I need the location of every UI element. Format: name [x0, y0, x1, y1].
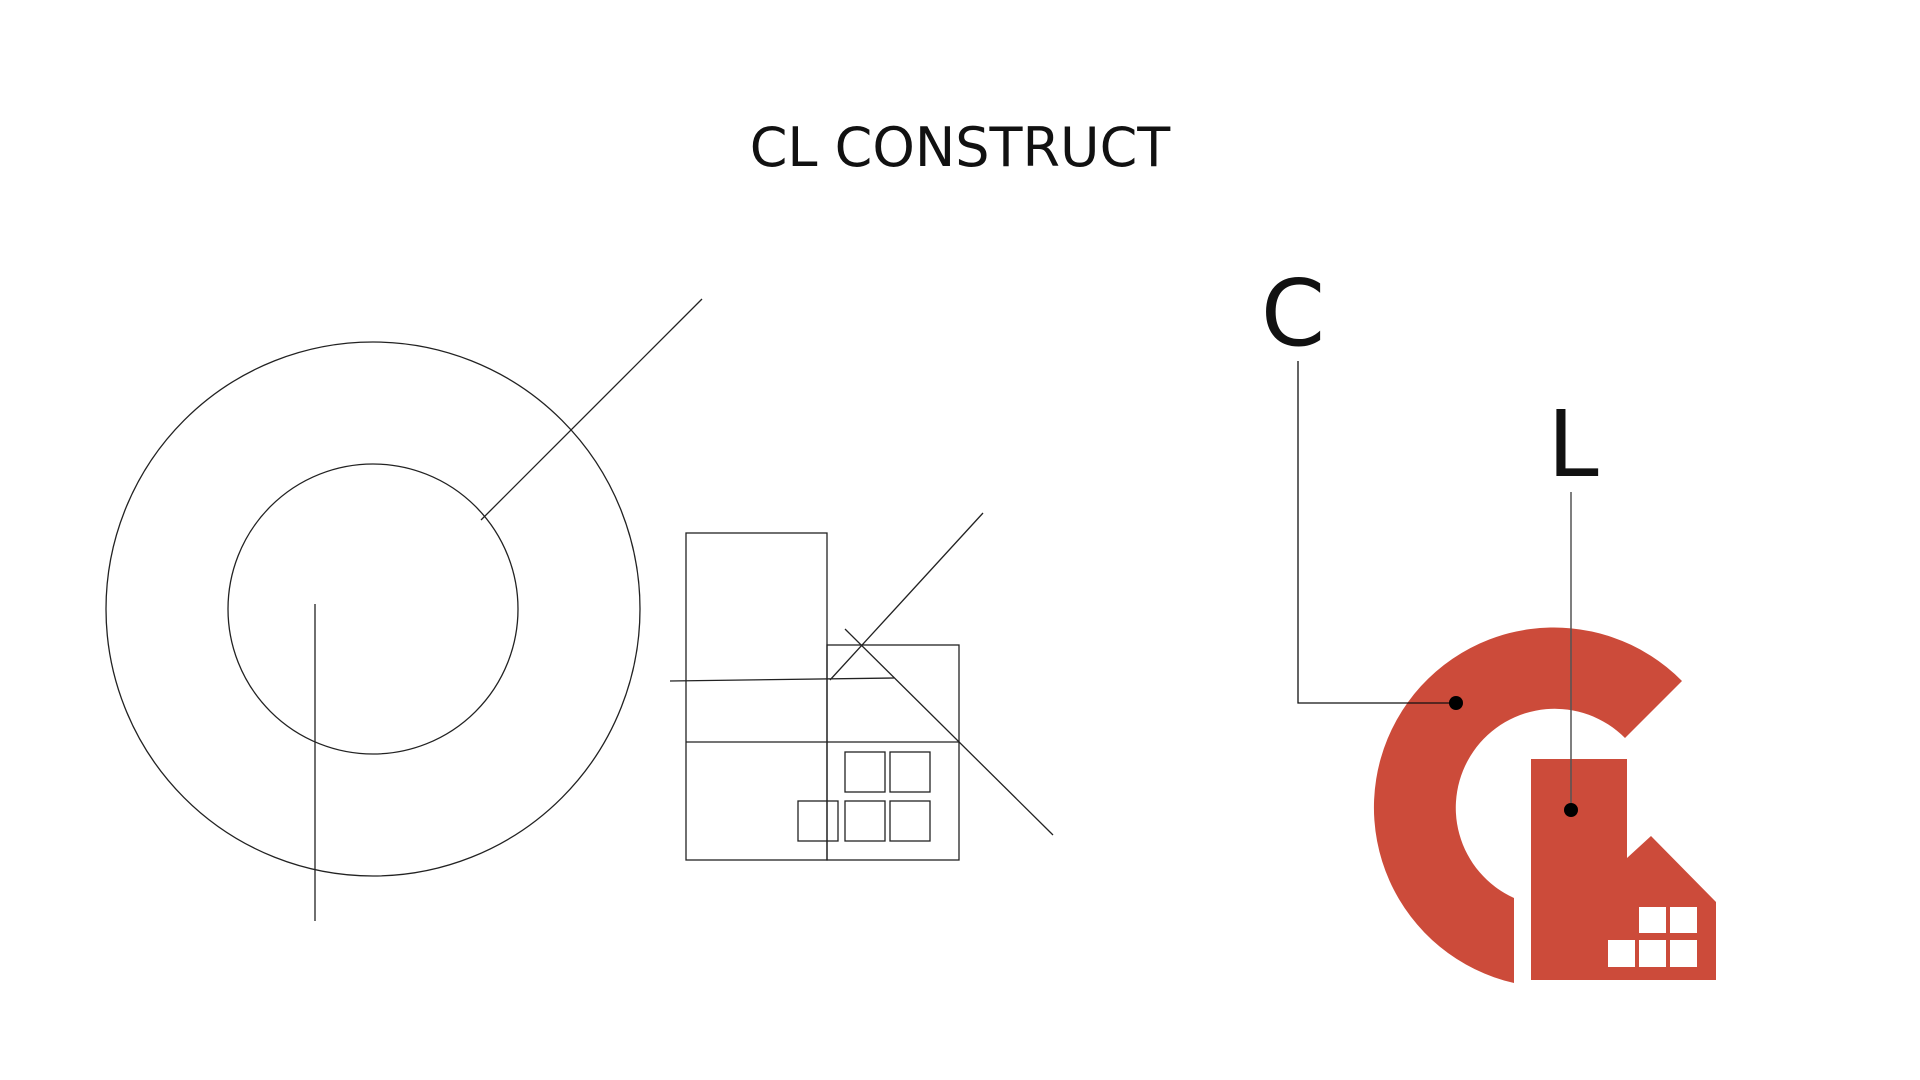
callout-c: C: [1261, 260, 1463, 710]
window-icon: [1639, 907, 1666, 933]
label-c: C: [1261, 260, 1325, 367]
window-guide: [889, 751, 931, 793]
logo-windows: [1608, 907, 1697, 967]
circle-construction-sketch: [105, 298, 703, 921]
window-icon: [1670, 907, 1697, 933]
building-construction-sketch: [669, 512, 1054, 861]
window-guide: [844, 800, 886, 842]
callout-l: L: [1547, 391, 1599, 817]
window-icon: [1608, 940, 1635, 967]
logo-l-building-shape: [1531, 759, 1716, 980]
window-guide: [889, 800, 931, 842]
cl-logo: [1373, 627, 1716, 983]
window-icon: [1670, 940, 1697, 967]
horizontal-guide-line-2: [669, 677, 895, 682]
roof-guide-line-left: [829, 512, 984, 681]
window-guide: [844, 751, 886, 793]
window-icon: [1639, 940, 1666, 967]
callout-dot-c: [1449, 696, 1463, 710]
roof-guide-line-right: [844, 628, 1054, 836]
label-l: L: [1547, 391, 1598, 498]
callout-dot-l: [1564, 803, 1578, 817]
page-title: CL CONSTRUCT: [750, 116, 1172, 179]
inner-circle-guide: [227, 463, 519, 755]
logo-c-shape: [1373, 627, 1682, 983]
window-guide: [797, 800, 839, 842]
callout-line-c: [1297, 361, 1456, 704]
house-rect-guide: [826, 644, 960, 861]
outer-circle-guide: [105, 341, 641, 877]
tower-rect-guide: [685, 532, 828, 861]
diagonal-guide-line: [480, 298, 703, 521]
